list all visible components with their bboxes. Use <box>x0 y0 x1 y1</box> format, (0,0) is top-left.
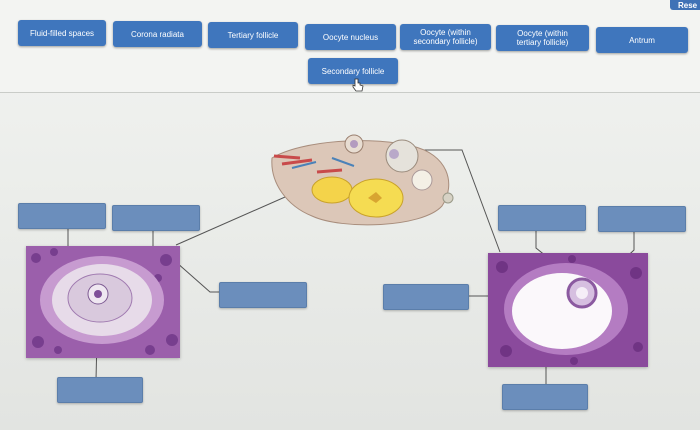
drop-target-left-top-2[interactable] <box>112 205 200 231</box>
drop-target-right-mid[interactable] <box>383 284 469 310</box>
chip-tertiary-follicle[interactable]: Tertiary follicle <box>208 22 298 48</box>
chip-label: Antrum <box>629 35 655 45</box>
drop-target-left-mid[interactable] <box>219 282 307 308</box>
chip-label: Secondary follicle <box>321 66 385 76</box>
tertiary-follicle-micrograph <box>488 253 648 367</box>
hand-pointer-icon <box>352 78 364 92</box>
chip-secondary-follicle[interactable]: Secondary follicle <box>308 58 398 84</box>
chip-fluid-filled-spaces[interactable]: Fluid-filled spaces <box>18 20 106 46</box>
drop-target-right-top-1[interactable] <box>498 205 586 231</box>
chip-antrum[interactable]: Antrum <box>596 27 688 53</box>
drop-target-left-bottom[interactable] <box>57 377 143 403</box>
chip-label-line2: secondary follicle) <box>413 37 478 46</box>
chip-oocyte-tertiary-follicle[interactable]: Oocyte (within tertiary follicle) <box>496 25 589 51</box>
chip-label: Corona radiata <box>131 29 184 39</box>
secondary-follicle-micrograph <box>26 246 180 358</box>
chip-oocyte-secondary-follicle[interactable]: Oocyte (within secondary follicle) <box>400 24 491 50</box>
chip-label: Fluid-filled spaces <box>29 28 95 38</box>
drop-target-right-bottom[interactable] <box>502 384 588 410</box>
secondary-follicle-stain <box>26 246 180 358</box>
drop-target-left-top-1[interactable] <box>18 203 106 229</box>
chip-corona-radiata[interactable]: Corona radiata <box>113 21 202 47</box>
chip-label: Oocyte nucleus <box>322 32 379 42</box>
chip-label: Tertiary follicle <box>227 30 279 40</box>
chip-oocyte-nucleus[interactable]: Oocyte nucleus <box>305 24 396 50</box>
chip-label-line1: Oocyte (within <box>420 28 471 37</box>
ovary-illustration <box>271 134 454 226</box>
chip-label-line2: tertiary follicle) <box>516 38 569 47</box>
drop-target-right-top-2[interactable] <box>598 206 686 232</box>
reset-button[interactable]: Rese <box>670 0 700 10</box>
chip-label-line1: Oocyte (within <box>517 29 568 38</box>
tertiary-follicle-stain <box>488 253 648 367</box>
